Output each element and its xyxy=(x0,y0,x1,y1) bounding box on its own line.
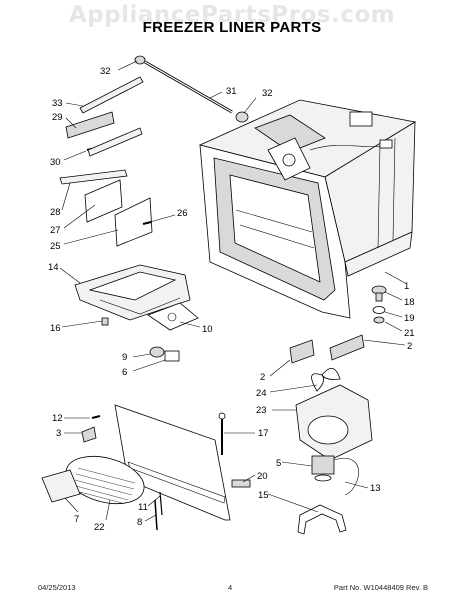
callout-10: 10 xyxy=(202,324,213,335)
callout-22: 22 xyxy=(94,522,105,533)
callout-32: 32 xyxy=(100,66,111,77)
callout-14: 14 xyxy=(48,262,59,273)
callout-labels: 32 31 32 33 29 30 28 27 25 26 14 1 18 19… xyxy=(48,66,415,533)
callout-23: 23 xyxy=(256,405,267,416)
callout-2: 2 xyxy=(260,372,265,383)
callout-27: 27 xyxy=(50,225,61,236)
callout-9: 9 xyxy=(122,352,127,363)
freezer-liner-part xyxy=(198,99,417,319)
callout-20: 20 xyxy=(257,471,268,482)
callout-11: 11 xyxy=(138,502,148,513)
callout-21: 21 xyxy=(404,328,415,339)
callout-17: 17 xyxy=(258,428,269,439)
callout-8: 8 xyxy=(137,517,142,528)
callout-13: 13 xyxy=(370,483,381,494)
footer-page-number: 4 xyxy=(228,583,233,592)
callout-6: 6 xyxy=(122,367,127,378)
callout-24: 24 xyxy=(256,388,267,399)
rear-panel-and-grille xyxy=(41,404,251,531)
callout-18: 18 xyxy=(404,297,415,308)
callout-3: 3 xyxy=(56,428,61,439)
page-title: FREEZER LINER PARTS xyxy=(142,19,322,36)
callout-30: 30 xyxy=(50,157,61,168)
callout-5: 5 xyxy=(276,458,281,469)
footer-part-number: Part No. W10448409 Rev. B xyxy=(333,583,428,592)
footer-date: 04/25/2013 xyxy=(38,583,76,592)
callout-33: 33 xyxy=(52,98,63,109)
callout-28: 28 xyxy=(50,207,61,218)
callout-2: 2 xyxy=(407,341,412,352)
callout-25: 25 xyxy=(50,241,61,252)
callout-32: 32 xyxy=(262,88,273,99)
evaporator-cover-part xyxy=(74,264,199,331)
callout-19: 19 xyxy=(404,313,415,324)
thermistor-part xyxy=(149,346,180,362)
rod-and-brackets xyxy=(59,55,249,247)
callout-15: 15 xyxy=(258,490,269,501)
callout-26: 26 xyxy=(177,208,188,219)
fan-assembly xyxy=(289,285,387,535)
callout-12: 12 xyxy=(52,413,63,424)
callout-16: 16 xyxy=(50,323,61,334)
callout-31: 31 xyxy=(226,86,237,97)
callout-29: 29 xyxy=(52,112,63,123)
callout-1: 1 xyxy=(404,281,409,292)
watermark-text: AppliancePartsPros.com xyxy=(68,2,396,28)
callout-7: 7 xyxy=(74,514,79,525)
callout-leaders xyxy=(59,60,406,522)
